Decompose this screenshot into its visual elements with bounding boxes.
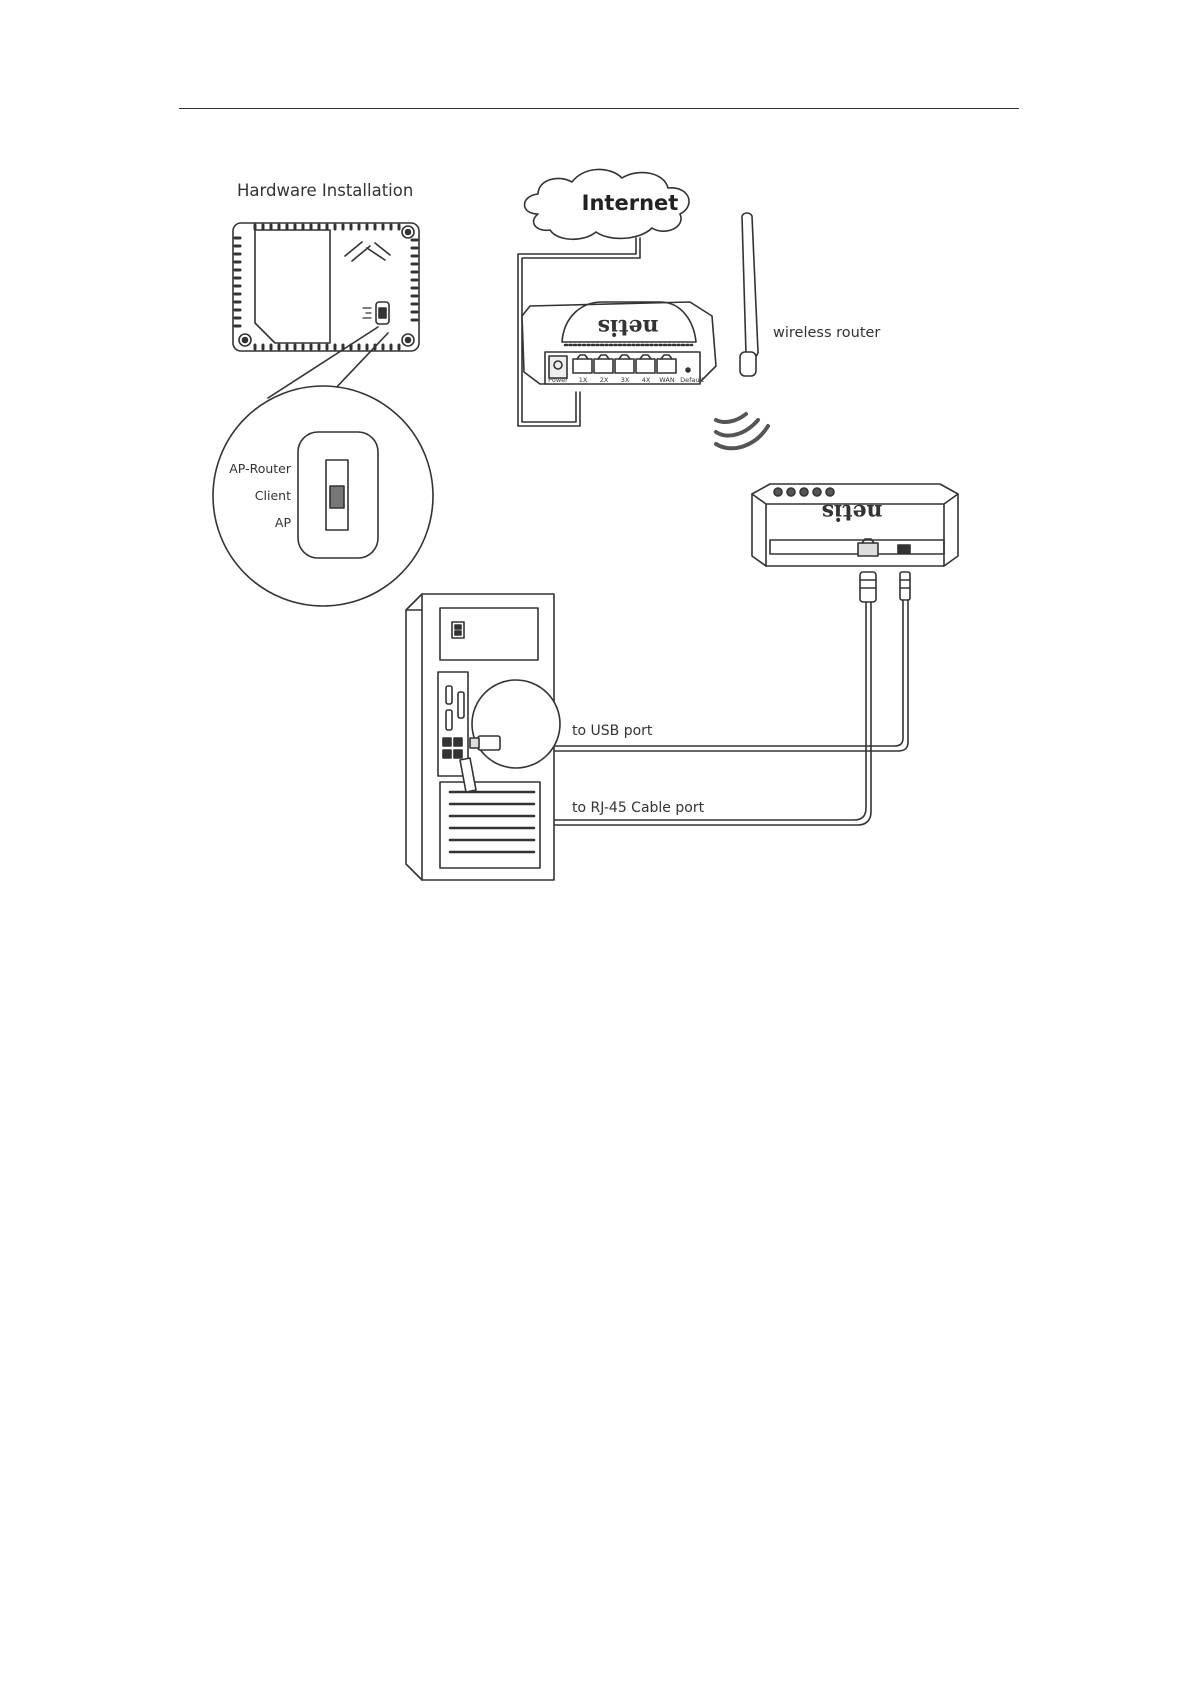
antenna-glyph-icon	[345, 242, 390, 261]
router-default-label: Default	[680, 376, 704, 384]
rj45-port-label: to RJ-45 Cable port	[572, 800, 705, 816]
adapter-rj45-port	[858, 543, 878, 556]
adapter-brand-logo: netis	[822, 499, 883, 525]
diagram-title: Hardware Installation	[237, 181, 413, 200]
vent-top	[255, 225, 399, 229]
vent-right	[412, 240, 417, 320]
router-brand-logo: netis	[598, 314, 659, 340]
label-area	[255, 230, 330, 343]
vent-bottom	[255, 345, 399, 349]
wireless-signal-icon	[716, 414, 768, 448]
adapter-back-panel	[233, 223, 419, 351]
adapter-usb-port	[898, 545, 910, 553]
port-zoom	[472, 680, 560, 768]
router-port-2x-label: 2X	[600, 376, 609, 384]
router-label: wireless router	[773, 325, 880, 341]
mode-ap-router-label: AP-Router	[229, 461, 292, 476]
router-antenna	[742, 213, 758, 358]
router-port-4x-label: 4X	[642, 376, 651, 384]
switch-knob	[330, 486, 344, 508]
router-port-1x-label: 1X	[579, 376, 588, 384]
router-port-3x-label: 3X	[621, 376, 630, 384]
internet-label: Internet	[582, 191, 679, 215]
mode-ap-label: AP	[275, 515, 292, 530]
desktop-pc	[406, 594, 560, 880]
usb-port-label: to USB port	[572, 723, 653, 739]
router-port-wan-label: WAN	[659, 376, 675, 384]
vent-left	[235, 238, 240, 326]
mode-client-label: Client	[255, 488, 291, 503]
router-power-label: Power	[548, 376, 568, 384]
